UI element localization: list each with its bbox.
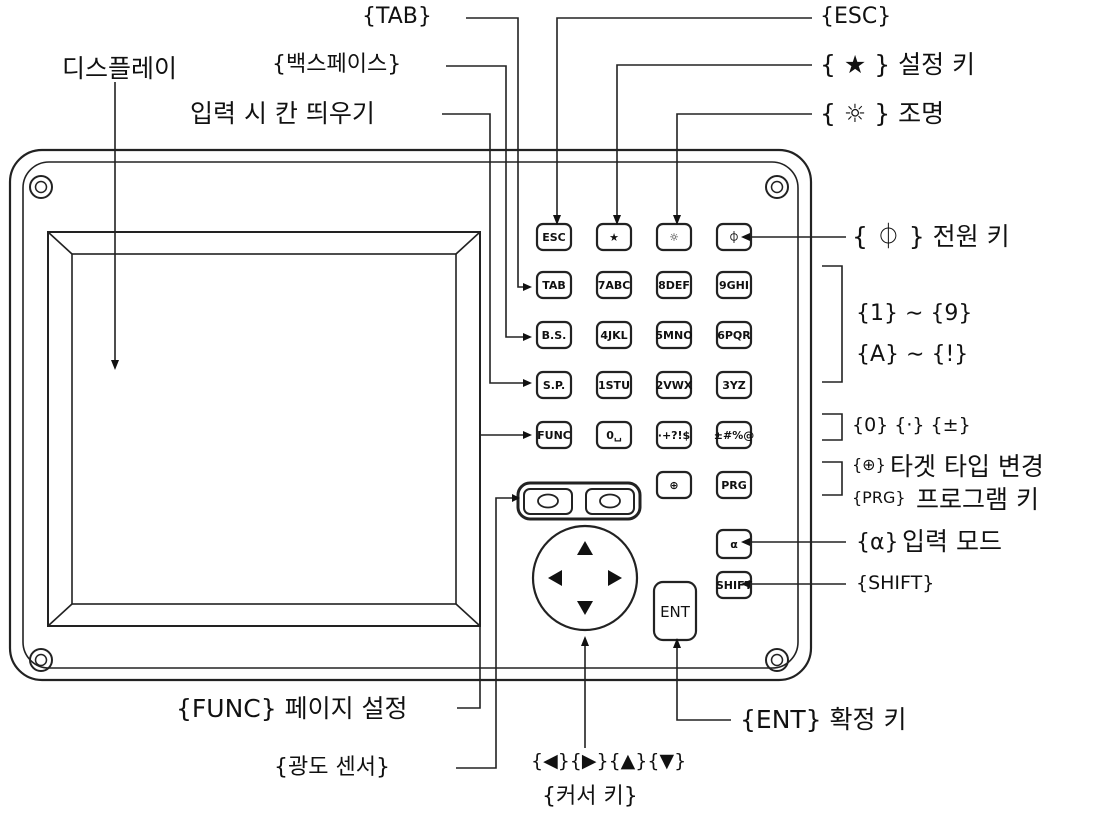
label-power: { ⏀ } 전원 키 bbox=[852, 222, 1010, 251]
label-backspace: {백스페이스} bbox=[272, 52, 402, 77]
key-row2-2[interactable]: 7ABC bbox=[595, 270, 633, 300]
label-alpha-key: {α} bbox=[856, 530, 899, 555]
key-row3-2-label: 4JKL bbox=[600, 329, 627, 342]
label-light-sensor: {광도 센서} bbox=[274, 755, 390, 780]
key-row3-2[interactable]: 4JKL bbox=[595, 320, 633, 350]
key-row2-1[interactable]: TAB bbox=[535, 270, 573, 300]
key-row2-1-label: TAB bbox=[542, 279, 566, 292]
key-row4-1-label: S.P. bbox=[543, 379, 565, 392]
key-row6-1[interactable]: ⊕ bbox=[655, 470, 693, 500]
keypad: ESC ★ ☼ ⏀ TAB 7ABC 8DEF 9GHI B.S. 4JKL 5MNO 6PQR S.P… bbox=[535, 222, 754, 600]
label-func-page: {FUNC} 페이지 설정 bbox=[176, 694, 408, 723]
label-star-settings: { ★ } 설정 키 bbox=[820, 50, 976, 79]
key-row6-2[interactable]: PRG bbox=[715, 470, 753, 500]
key-row4-2[interactable]: 1STU bbox=[595, 370, 633, 400]
key-row2-3[interactable]: 8DEF bbox=[655, 270, 693, 300]
light-sensor-group bbox=[516, 481, 642, 521]
screw-top-right bbox=[765, 175, 789, 199]
key-row4-3-label: 2VWX bbox=[656, 379, 693, 392]
key-alpha[interactable]: α bbox=[715, 528, 753, 560]
device-outer-frame bbox=[8, 148, 813, 682]
ent-key-label: ENT bbox=[660, 603, 691, 621]
cursor-pad[interactable] bbox=[531, 524, 639, 632]
key-row6-1-label: ⊕ bbox=[669, 479, 678, 492]
key-row1-3[interactable]: ☼ bbox=[655, 222, 693, 252]
label-esc: {ESC} bbox=[820, 4, 892, 29]
label-alpha-a-excl: {A} ∼ {!} bbox=[856, 342, 969, 367]
key-row4-4-label: 3YZ bbox=[722, 379, 746, 392]
arrow-right-icon[interactable] bbox=[608, 570, 622, 586]
key-row4-1[interactable]: S.P. bbox=[535, 370, 573, 400]
key-row1-1[interactable]: ESC bbox=[535, 222, 573, 252]
key-row2-3-label: 8DEF bbox=[658, 279, 690, 292]
screw-bottom-right bbox=[765, 648, 789, 672]
label-shift: {SHIFT} bbox=[856, 572, 935, 594]
display-screen bbox=[47, 231, 481, 627]
arrow-heads bbox=[111, 215, 750, 648]
key-row2-4[interactable]: 9GHI bbox=[715, 270, 753, 300]
label-target-type: 타겟 타입 변경 bbox=[890, 452, 1044, 481]
key-row3-1[interactable]: B.S. bbox=[535, 320, 573, 350]
key-row5-3-label: ·+?!$ bbox=[658, 429, 690, 442]
label-light: { ☼ } 조명 bbox=[820, 99, 945, 128]
key-row3-3[interactable]: 5MNO bbox=[655, 320, 693, 350]
key-row2-2-label: 7ABC bbox=[598, 279, 631, 292]
key-row5-4-label: ±#%@ bbox=[714, 429, 754, 442]
key-row1-3-label: ☼ bbox=[669, 231, 679, 244]
key-row4-2-label: 1STU bbox=[598, 379, 630, 392]
key-row5-2[interactable]: 0␣ bbox=[595, 420, 633, 450]
key-row4-4[interactable]: 3YZ bbox=[715, 370, 753, 400]
label-space: 입력 시 칸 띄우기 bbox=[190, 99, 375, 128]
screw-top-left bbox=[29, 175, 53, 199]
key-row1-2-label: ★ bbox=[609, 231, 619, 244]
arrow-up-icon[interactable] bbox=[577, 541, 593, 555]
label-tab: {TAB} bbox=[362, 4, 432, 29]
key-row1-4-label: ⏀ bbox=[729, 230, 740, 244]
key-alpha-label: α bbox=[730, 538, 738, 551]
key-row6-2-label: PRG bbox=[721, 479, 747, 492]
label-program-key: 프로그램 키 bbox=[916, 485, 1039, 514]
screw-bottom-left bbox=[29, 648, 53, 672]
key-row5-4[interactable]: ±#%@ bbox=[714, 420, 754, 450]
label-num-1-9: {1} ∼ {9} bbox=[856, 301, 973, 326]
key-shift-label: SHIFT bbox=[716, 579, 753, 592]
key-row2-4-label: 9GHI bbox=[719, 279, 749, 292]
key-row1-1-label: ESC bbox=[542, 231, 566, 244]
key-row4-3[interactable]: 2VWX bbox=[656, 370, 693, 400]
leader-lines bbox=[114, 17, 846, 769]
ent-key[interactable]: ENT bbox=[652, 580, 698, 642]
arrow-down-icon[interactable] bbox=[577, 601, 593, 615]
arrow-left-icon[interactable] bbox=[548, 570, 562, 586]
label-display: 디스플레이 bbox=[62, 54, 178, 83]
key-row5-3[interactable]: ·+?!$ bbox=[655, 420, 693, 450]
label-target-key: {⊕} bbox=[852, 455, 886, 474]
device-inner-frame bbox=[22, 161, 799, 669]
label-arrow-keys: {◀}{▶}{▲}{▼} bbox=[531, 750, 687, 772]
key-row5-2-label: 0␣ bbox=[606, 429, 622, 442]
key-row3-4[interactable]: 6PQR bbox=[715, 320, 753, 350]
label-prg-key: {PRG} bbox=[852, 488, 906, 507]
label-ent-confirm: {ENT} 확정 키 bbox=[740, 705, 907, 734]
label-input-mode: 입력 모드 bbox=[902, 527, 1002, 556]
label-zero-dot-pm: {0} {·} {±} bbox=[852, 414, 971, 436]
key-shift[interactable]: SHIFT bbox=[716, 570, 753, 600]
key-row5-1[interactable]: FUNC bbox=[535, 420, 573, 450]
label-cursor-keys: {커서 키} bbox=[542, 784, 638, 809]
key-row3-3-label: 5MNO bbox=[655, 329, 692, 342]
key-row3-1-label: B.S. bbox=[542, 329, 567, 342]
light-sensor-left bbox=[523, 488, 573, 515]
light-sensor-right bbox=[585, 488, 635, 515]
key-row3-4-label: 6PQR bbox=[717, 329, 751, 342]
key-row5-1-label: FUNC bbox=[537, 429, 571, 442]
key-row1-2[interactable]: ★ bbox=[595, 222, 633, 252]
